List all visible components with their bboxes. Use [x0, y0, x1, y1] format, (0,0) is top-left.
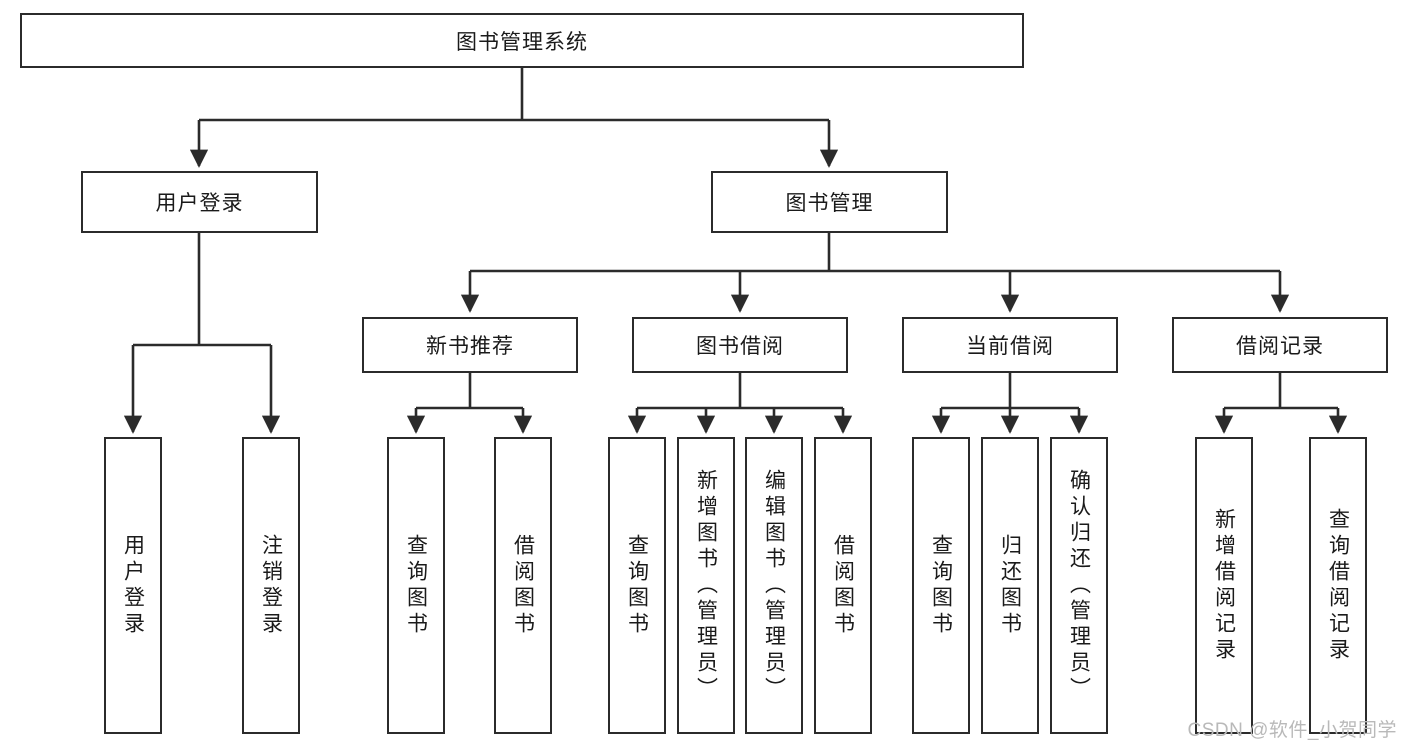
node-book-manage[interactable]: 图书管理: [711, 171, 948, 233]
node-leaf-add-record[interactable]: 新增借阅记录: [1195, 437, 1253, 734]
node-leaf-query-book-2[interactable]: 查询图书: [608, 437, 666, 734]
node-new-book-rec[interactable]: 新书推荐: [362, 317, 578, 373]
node-leaf-query-book-2-label: 查询图书: [625, 533, 649, 638]
node-leaf-borrow-book-2[interactable]: 借阅图书: [814, 437, 872, 734]
node-book-borrow[interactable]: 图书借阅: [632, 317, 848, 373]
node-leaf-edit-book[interactable]: 编辑图书（管理员）: [745, 437, 803, 734]
node-leaf-logout[interactable]: 注销登录: [242, 437, 300, 734]
node-leaf-user-login-label: 用户登录: [121, 533, 145, 638]
node-leaf-add-book-label: 新增图书（管理员）: [694, 468, 718, 703]
node-leaf-add-record-label: 新增借阅记录: [1212, 507, 1236, 664]
node-leaf-confirm-return-label: 确认归还（管理员）: [1067, 468, 1091, 703]
node-new-book-rec-label: 新书推荐: [426, 335, 514, 358]
node-leaf-confirm-return[interactable]: 确认归还（管理员）: [1050, 437, 1108, 734]
node-leaf-query-book-3-label: 查询图书: [929, 533, 953, 638]
node-root[interactable]: 图书管理系统: [20, 13, 1024, 68]
node-leaf-add-book[interactable]: 新增图书（管理员）: [677, 437, 735, 734]
node-leaf-query-book-1[interactable]: 查询图书: [387, 437, 445, 734]
node-leaf-edit-book-label: 编辑图书（管理员）: [762, 468, 786, 703]
watermark-text: CSDN @软件_小贺同学: [1187, 720, 1397, 741]
node-leaf-borrow-book-2-label: 借阅图书: [831, 533, 855, 638]
node-leaf-query-book-1-label: 查询图书: [404, 533, 428, 638]
node-book-manage-label: 图书管理: [785, 192, 874, 215]
node-book-borrow-label: 图书借阅: [696, 335, 784, 358]
node-leaf-borrow-book-1[interactable]: 借阅图书: [494, 437, 552, 734]
node-user-login[interactable]: 用户登录: [81, 171, 318, 233]
node-root-label: 图书管理系统: [456, 30, 588, 54]
node-user-login-label: 用户登录: [155, 192, 244, 215]
node-leaf-query-record[interactable]: 查询借阅记录: [1309, 437, 1367, 734]
node-borrow-record[interactable]: 借阅记录: [1172, 317, 1388, 373]
node-leaf-return-book-label: 归还图书: [998, 533, 1022, 638]
node-current-borrow[interactable]: 当前借阅: [902, 317, 1118, 373]
node-leaf-borrow-book-1-label: 借阅图书: [511, 533, 535, 638]
node-borrow-record-label: 借阅记录: [1236, 335, 1324, 358]
node-current-borrow-label: 当前借阅: [966, 335, 1054, 358]
node-leaf-logout-label: 注销登录: [259, 533, 283, 638]
node-leaf-user-login[interactable]: 用户登录: [104, 437, 162, 734]
node-leaf-query-book-3[interactable]: 查询图书: [912, 437, 970, 734]
node-leaf-return-book[interactable]: 归还图书: [981, 437, 1039, 734]
node-leaf-query-record-label: 查询借阅记录: [1326, 507, 1350, 664]
